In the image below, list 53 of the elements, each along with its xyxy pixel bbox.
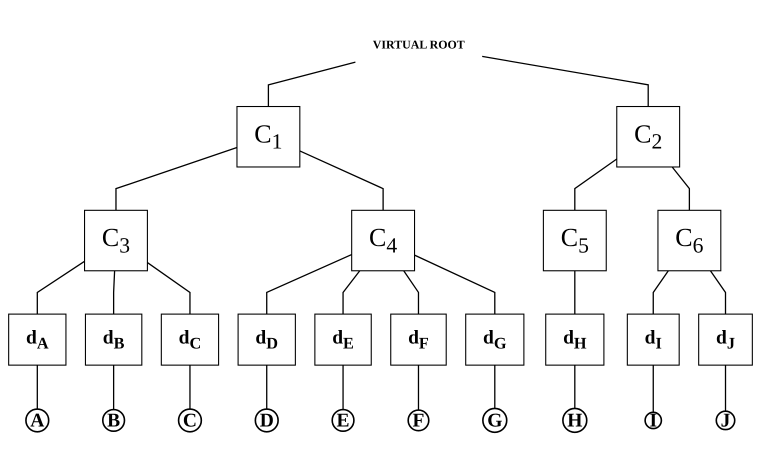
node-circle <box>407 409 430 432</box>
node-box <box>698 314 753 366</box>
connector <box>672 166 690 210</box>
node-circle <box>715 410 736 430</box>
connector <box>268 61 356 107</box>
connector <box>574 158 618 210</box>
connector <box>724 365 726 412</box>
connector <box>574 270 576 314</box>
node-box <box>236 106 300 168</box>
connector <box>652 270 669 314</box>
node-box <box>160 314 220 366</box>
connector <box>266 365 268 410</box>
node-box <box>465 314 524 366</box>
connector <box>652 365 654 412</box>
node-circle <box>331 408 355 432</box>
connector <box>494 365 496 408</box>
connector <box>418 365 420 410</box>
connector <box>147 262 191 314</box>
node-box <box>616 106 680 168</box>
node-circle <box>482 408 508 434</box>
node-circle <box>644 411 662 430</box>
node-box <box>84 210 148 272</box>
node-box <box>238 314 296 366</box>
connector <box>36 365 38 410</box>
node-circle <box>254 408 279 433</box>
node-circle <box>178 408 202 433</box>
connector <box>189 365 191 410</box>
node-text: VIRTUAL ROOT <box>372 38 465 52</box>
node-box <box>657 210 722 272</box>
node-box <box>351 210 416 272</box>
connector <box>414 254 496 314</box>
connector <box>300 150 384 210</box>
node-box <box>8 314 66 366</box>
connector <box>36 260 85 314</box>
node-box <box>626 314 680 366</box>
node-box <box>390 314 447 366</box>
connector <box>112 270 116 314</box>
node-box <box>314 314 372 366</box>
connector <box>115 146 238 210</box>
connector <box>342 365 344 410</box>
connector <box>403 270 420 314</box>
node-box <box>542 210 607 272</box>
connector <box>710 270 726 314</box>
node-box <box>545 314 604 366</box>
connector <box>112 365 114 410</box>
node-circle <box>25 408 50 433</box>
node-box <box>84 314 142 366</box>
connector <box>266 254 352 314</box>
connector <box>482 56 649 107</box>
connector <box>342 270 360 314</box>
node-circle <box>102 408 126 432</box>
connector <box>574 365 576 408</box>
node-circle <box>562 408 588 434</box>
